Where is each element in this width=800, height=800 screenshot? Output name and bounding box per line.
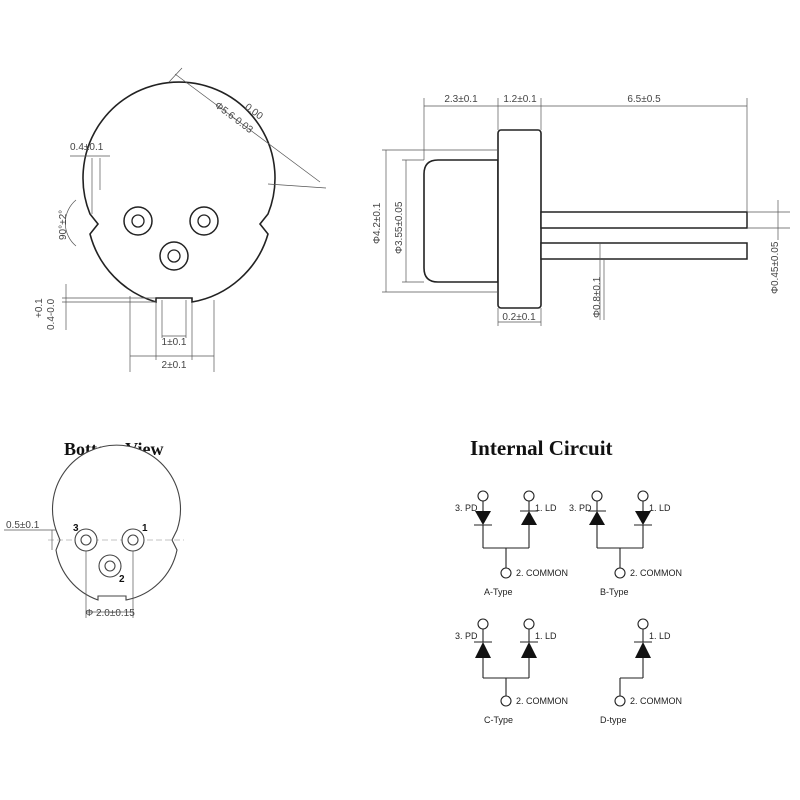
circuit-b-type: 3. PD 1. LD 2. COMMON B-Type (569, 490, 682, 597)
circuit-c-ld-label: 1. LD (535, 631, 557, 641)
bottom-pin-3-label: 3 (73, 523, 79, 534)
side-pin-lower (540, 242, 748, 260)
bottom-dim-pitch: Φ 2.0±0.15 (85, 608, 135, 619)
front-dim-key-a: +0.1 (34, 298, 45, 318)
bottom-dim-notch: 0.5±0.1 (6, 520, 40, 531)
side-dim-flange-diameter: Φ4.2±0.1 (372, 202, 383, 244)
circuit-a-ld-label: 1. LD (535, 503, 557, 513)
side-flange (497, 129, 542, 309)
front-pin-right (189, 206, 219, 236)
circuit-d-type-label: D-type (600, 715, 627, 725)
side-dim-pin-pitch: Φ0.8±0.1 (592, 276, 603, 318)
side-pin-upper (540, 211, 748, 229)
circuit-b-common-label: 2. COMMON (630, 568, 682, 578)
bottom-pin-1 (121, 528, 145, 552)
bottom-view: 3 1 2 0.5±0.1 Φ 2.0±0.15 (4, 444, 184, 619)
side-view: 2.3±0.1 1.2±0.1 6.5±0.5 Φ4.2±0.1 Φ3.55±0… (372, 94, 790, 326)
heading-internal-circuit: Internal Circuit (470, 436, 613, 460)
side-dim-step: 0.2±0.1 (502, 312, 536, 323)
front-dim-key-width: 1±0.1 (162, 337, 187, 348)
circuit-d-common-label: 2. COMMON (630, 696, 682, 706)
bottom-pin-2 (98, 554, 122, 578)
circuit-a-type-label: A-Type (484, 587, 513, 597)
side-dim-pin-length: 6.5±0.5 (627, 94, 661, 105)
side-dim-pin-diameter: Φ0.45±0.05 (770, 241, 781, 294)
front-pin-left (123, 206, 153, 236)
side-dim-cap-length: 2.3±0.1 (444, 94, 478, 105)
side-cap (423, 159, 499, 283)
bottom-pin-3 (74, 528, 98, 552)
side-dim-cap-diameter: Φ3.55±0.05 (394, 201, 405, 254)
front-dim-notch-top: 0.4±0.1 (70, 142, 104, 153)
circuit-c-common-label: 2. COMMON (516, 696, 568, 706)
circuit-a-pd-label: 3. PD (455, 503, 478, 513)
circuit-b-ld-label: 1. LD (649, 503, 671, 513)
bottom-pin-2-label: 2 (119, 574, 125, 585)
side-dim-flange-length: 1.2±0.1 (503, 94, 537, 105)
circuit-a-type: 3. PD 1. LD 2. COMMON A-Type (455, 490, 568, 597)
front-view: Φ5.6-0.03 0.00 0.4±0.1 90°±2° +0.1 0.4-0… (34, 67, 327, 372)
bottom-view-body (51, 444, 182, 601)
front-dim-key-outer: 2±0.1 (162, 360, 187, 371)
front-dim-key-b: 0.4-0.0 (46, 298, 57, 330)
bottom-pin-1-label: 1 (142, 523, 148, 534)
front-view-body (82, 81, 276, 304)
circuit-b-pd-label: 3. PD (569, 503, 592, 513)
front-pin-center (159, 241, 189, 271)
circuit-c-pd-label: 3. PD (455, 631, 478, 641)
front-dim-angle: 90°±2° (58, 210, 69, 240)
circuit-b-type-label: B-Type (600, 587, 629, 597)
circuit-d-type: 1. LD 2. COMMON D-type (600, 618, 682, 725)
circuit-c-type: 3. PD 1. LD 2. COMMON C-Type (455, 618, 568, 725)
circuit-c-type-label: C-Type (484, 715, 513, 725)
circuit-a-common-label: 2. COMMON (516, 568, 568, 578)
circuit-d-ld-label: 1. LD (649, 631, 671, 641)
